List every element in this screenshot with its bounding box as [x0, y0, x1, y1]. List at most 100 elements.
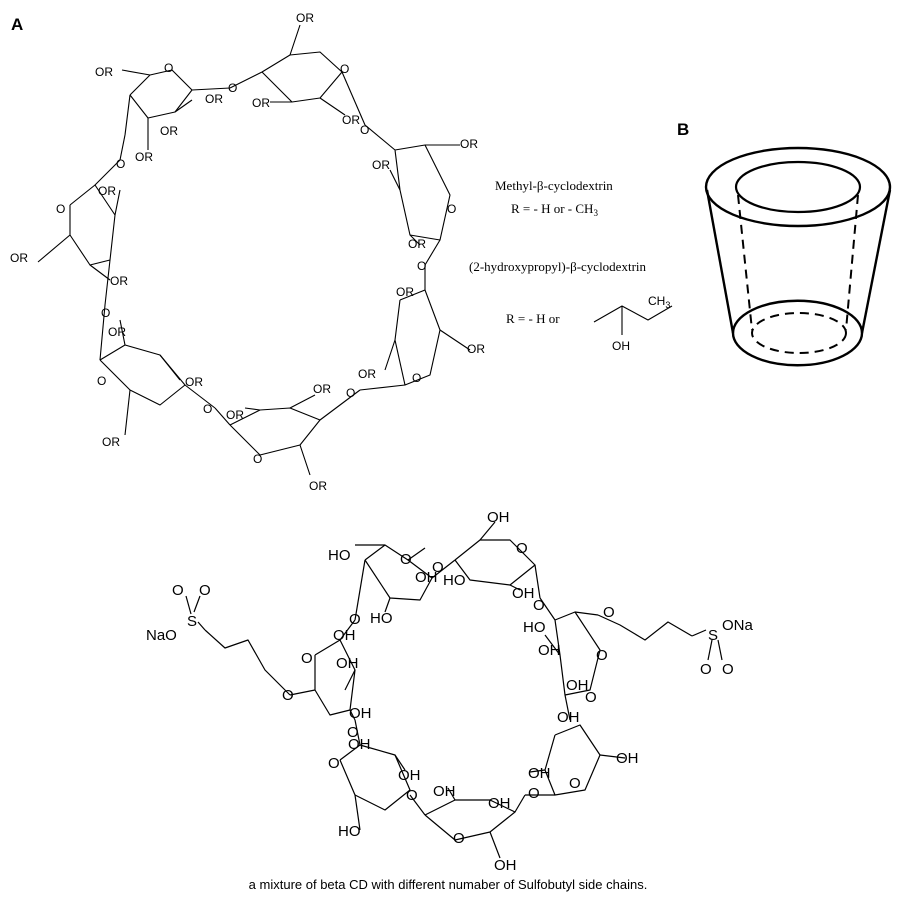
label-ho: HO: [523, 619, 546, 636]
label-o: O: [172, 582, 184, 599]
label-or: OR: [98, 184, 116, 198]
label-o: O: [199, 582, 211, 599]
hp-cd-name: (2-hydroxypropyl)-β-cyclodextrin: [469, 259, 647, 274]
label-oh: OH: [566, 677, 589, 694]
label-o: O: [347, 724, 359, 741]
label-ho: HO: [443, 572, 466, 589]
label-s: S: [187, 613, 197, 630]
label-sulfo-left: NaO: [146, 627, 177, 644]
label-o: O: [340, 62, 349, 76]
cone-top-outer-rim: [704, 146, 892, 228]
label-o: O: [328, 755, 340, 772]
label-sulfo-right: ONa: [722, 617, 754, 634]
label-o: O: [116, 157, 125, 171]
label-o: O: [406, 787, 418, 804]
label-o: O: [432, 559, 444, 576]
label-o: O: [282, 687, 294, 704]
label-oh: OH: [616, 750, 639, 767]
cavity-right-wall-hidden: [845, 194, 859, 331]
label-o: O: [417, 259, 426, 273]
label-o: O: [228, 81, 237, 95]
label-or: OR: [95, 65, 113, 79]
label-oh: OH: [415, 569, 438, 586]
cone-right-side: [860, 189, 892, 334]
label-or: OR: [296, 11, 314, 25]
label-o: O: [97, 374, 106, 388]
label-o: O: [164, 61, 173, 75]
label-or: OR: [309, 479, 327, 493]
label-ho: HO: [328, 547, 351, 564]
label-o: O: [516, 540, 528, 557]
label-o: O: [56, 202, 65, 216]
label-o: O: [101, 306, 110, 320]
label-oh: OH: [348, 736, 371, 753]
label-o: O: [301, 650, 313, 667]
cone-diagram: [704, 146, 892, 367]
label-or: OR: [185, 375, 203, 389]
cone-bottom-back: [731, 299, 864, 334]
hp-oh-label: OH: [612, 339, 630, 353]
label-or: OR: [372, 158, 390, 172]
label-or: OR: [135, 150, 153, 164]
label-oh: OH: [528, 765, 551, 782]
label-oh: OH: [538, 642, 561, 659]
methyl-cd-name: Methyl-β-cyclodextrin: [495, 178, 613, 193]
label-o: O: [533, 597, 545, 614]
panel-label-b: B: [677, 120, 689, 139]
label-or: OR: [408, 237, 426, 251]
structure-sbe-labels: OH HO O OH O HO O OH O HO O HO OH O OH O…: [146, 509, 754, 874]
label-or: OR: [313, 382, 331, 396]
label-o: O: [349, 611, 361, 628]
label-oh: OH: [336, 655, 359, 672]
label-oh: OH: [512, 585, 535, 602]
label-ho: HO: [370, 610, 393, 627]
cavity-left-wall-hidden: [737, 194, 753, 331]
cone-top-inner-rim: [734, 160, 862, 214]
label-oh: OH: [398, 767, 421, 784]
label-o: O: [453, 830, 465, 847]
hydroxypropyl-bond: [593, 305, 673, 323]
label-or: OR: [396, 285, 414, 299]
label-oh: OH: [494, 857, 517, 874]
label-o: O: [528, 785, 540, 802]
label-or: OR: [110, 274, 128, 288]
hp-ch3-label: CH3: [648, 294, 670, 310]
panel-label-a: A: [11, 15, 23, 34]
label-or: OR: [10, 251, 28, 265]
label-o: O: [569, 775, 581, 792]
structure-a-labels: OR O O OR OR OR O OR O OR OR O OR OR O O…: [10, 11, 485, 493]
label-o: O: [585, 689, 597, 706]
label-or: OR: [226, 408, 244, 422]
structure-a-cyclodextrin: [37, 24, 471, 476]
label-or: OR: [467, 342, 485, 356]
label-s: S: [708, 627, 718, 644]
hp-cd-r: R = - H or: [506, 311, 560, 326]
label-oh: OH: [333, 627, 356, 644]
label-o: O: [596, 647, 608, 664]
structure-sbe-cyclodextrin: [185, 521, 723, 859]
label-ho: HO: [338, 823, 361, 840]
label-or: OR: [358, 367, 376, 381]
label-o: O: [722, 661, 734, 678]
label-o: O: [447, 202, 456, 216]
methyl-cd-r: R = - H or - CH3: [511, 201, 598, 218]
label-or: OR: [205, 92, 223, 106]
label-oh: OH: [557, 709, 580, 726]
cone-left-side: [705, 189, 735, 334]
label-o: O: [253, 452, 262, 466]
label-o: O: [203, 402, 212, 416]
label-oh: OH: [487, 509, 510, 526]
structure-a-legend: Methyl-β-cyclodextrin R = - H or - CH3 (…: [469, 178, 673, 353]
label-or: OR: [252, 96, 270, 110]
label-o: O: [400, 551, 412, 568]
cavity-bottom-hidden: [751, 312, 847, 354]
cone-bottom-front: [731, 332, 864, 367]
label-o: O: [412, 371, 421, 385]
label-or: OR: [342, 113, 360, 127]
label-or: OR: [102, 435, 120, 449]
label-oh: OH: [349, 705, 372, 722]
label-or: OR: [160, 124, 178, 138]
figure-caption: a mixture of beta CD with different numa…: [249, 877, 648, 892]
label-or: OR: [460, 137, 478, 151]
